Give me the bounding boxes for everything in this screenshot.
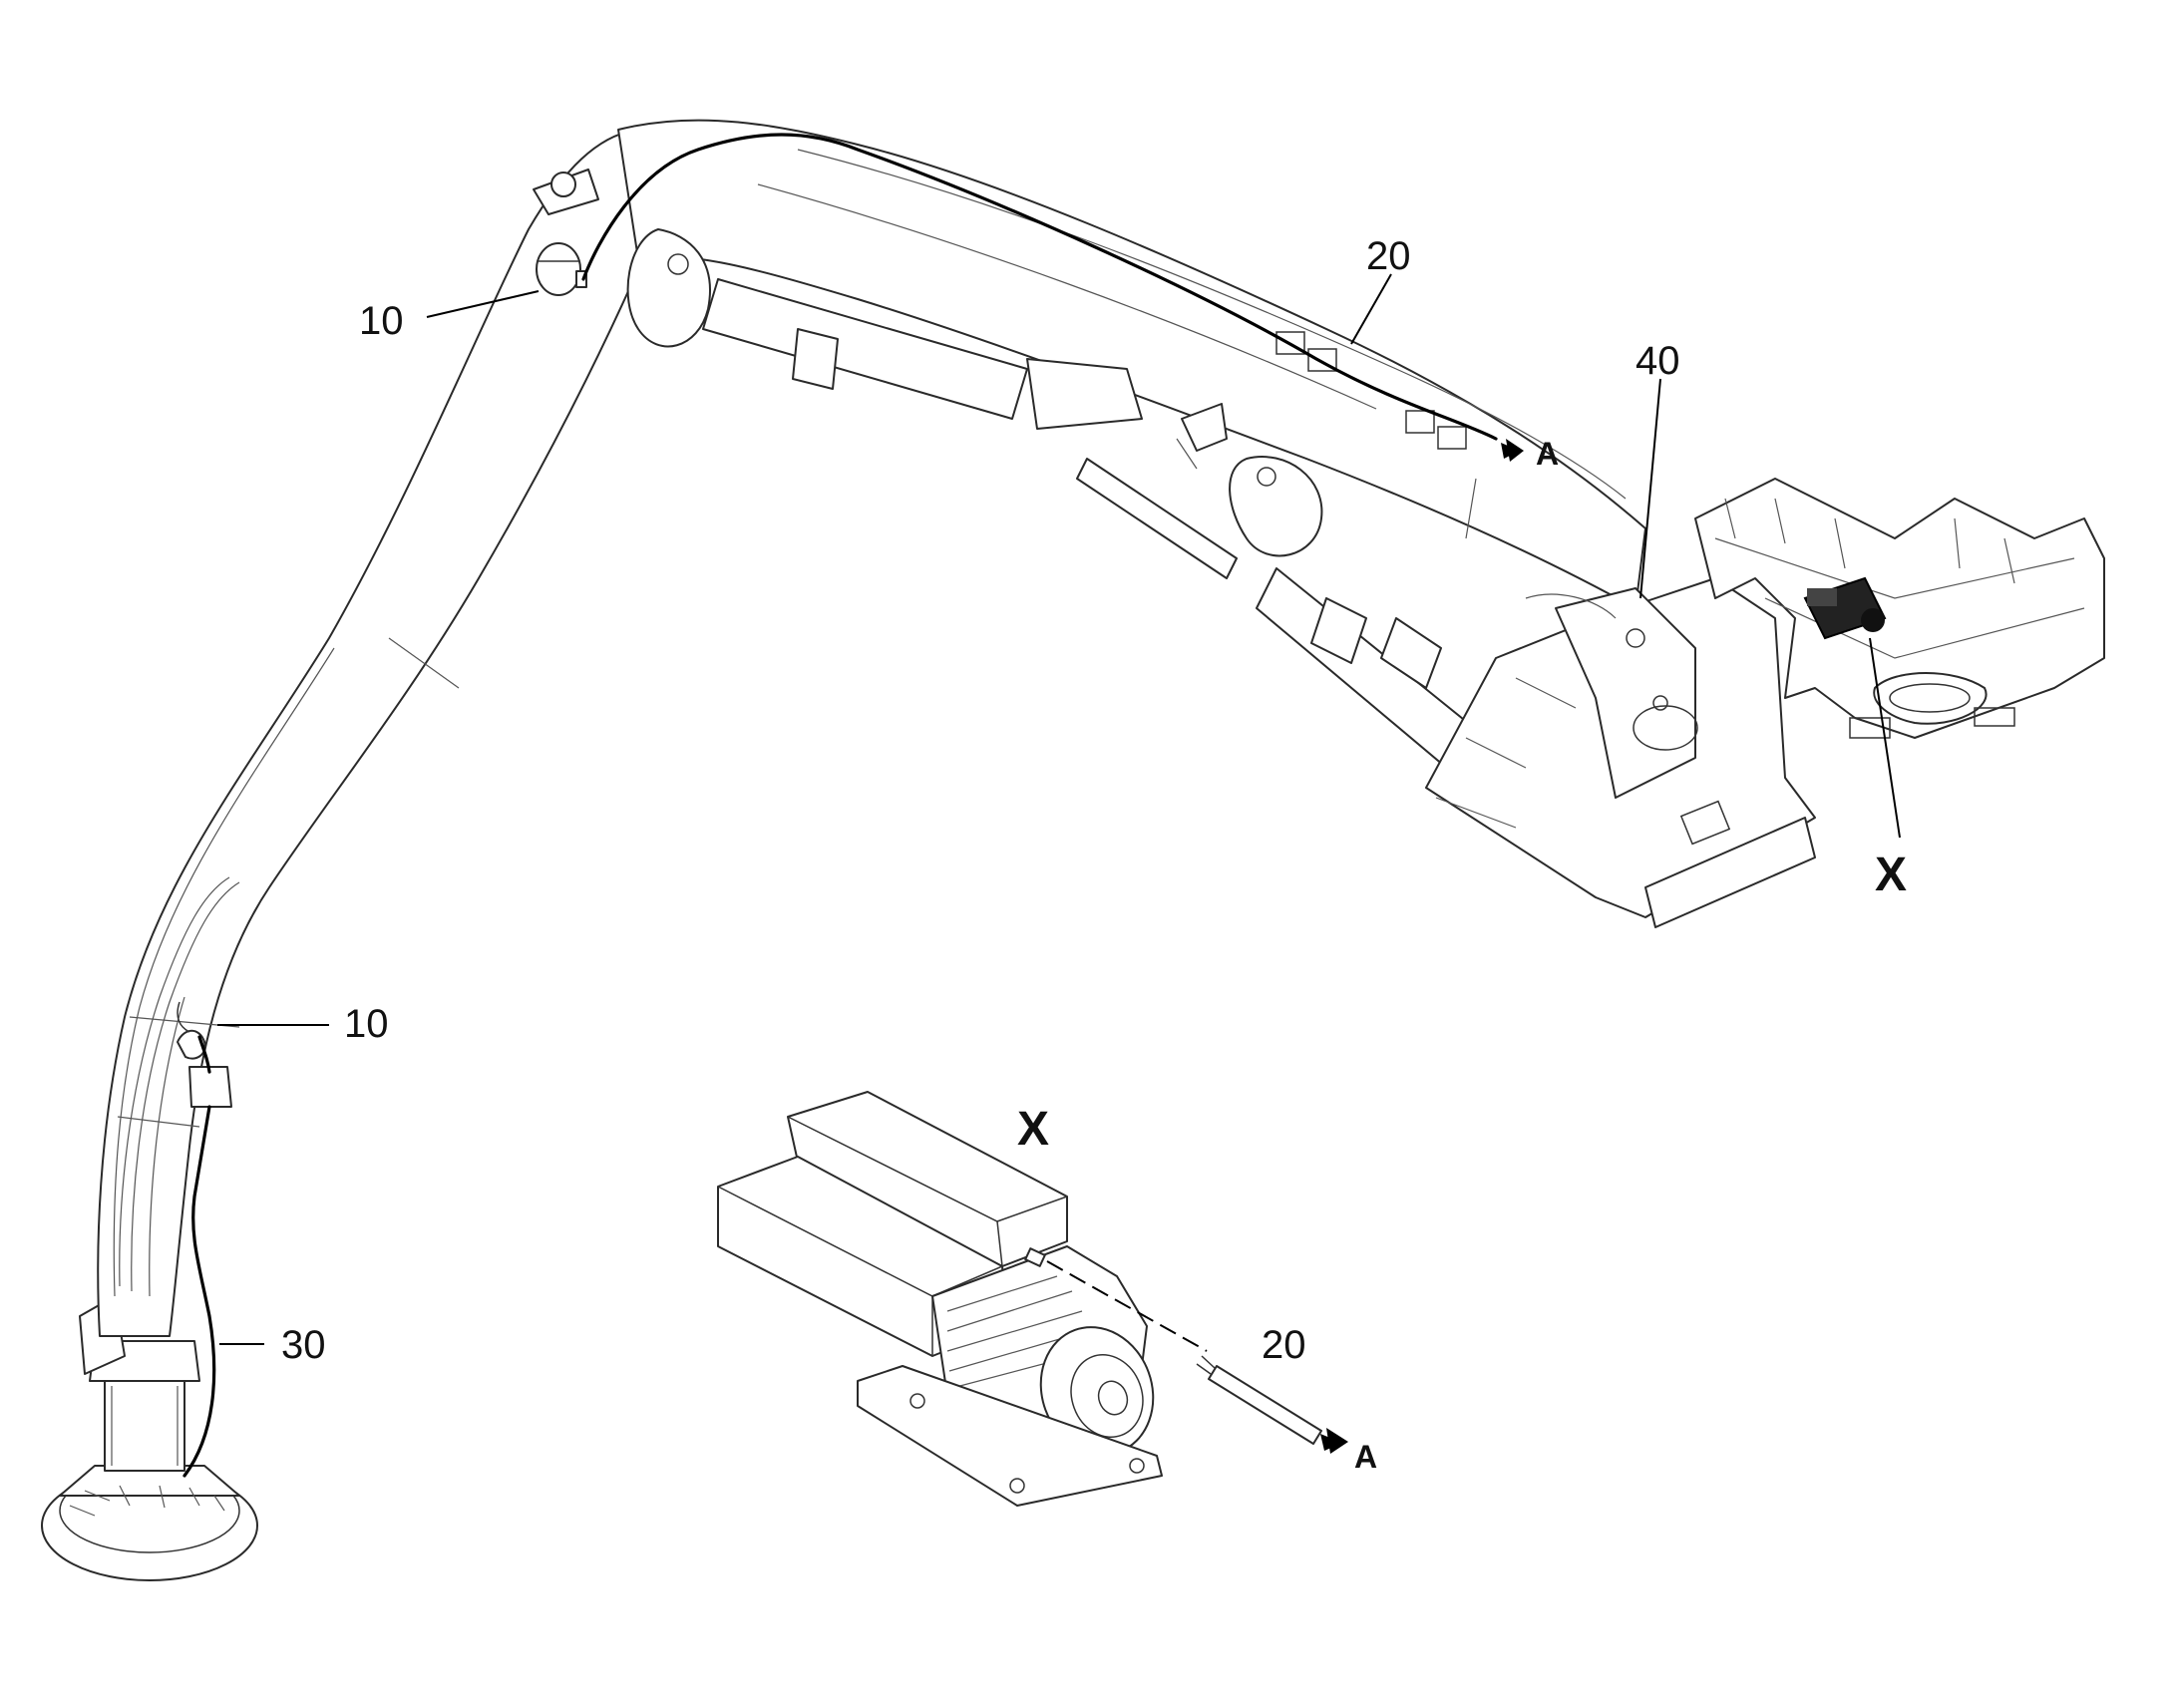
arrow-a-main [1501, 439, 1524, 462]
sensor-10-upper [536, 242, 587, 296]
callout-x-main: X [1875, 849, 1907, 901]
callout-30: 30 [281, 1323, 326, 1367]
callout-x-detail: X [1017, 1103, 1049, 1156]
sensor-10-lower [177, 1001, 232, 1108]
lower-boom [97, 129, 699, 1337]
callout-labels: 10 10 20 40 30 X X 20 A A [281, 234, 1907, 1475]
cable-20-main [581, 133, 1498, 441]
base-frame [1694, 478, 2105, 739]
hydraulic-cylinders [626, 228, 1537, 819]
motor-detail [717, 1091, 1348, 1507]
callout-10-lower: 10 [344, 1002, 389, 1046]
cables [182, 133, 1498, 1478]
callout-20-main: 20 [1366, 234, 1411, 278]
leader-lines [217, 273, 1901, 1345]
rear-pedestal [1425, 577, 1816, 928]
arrow-label-a-main: A [1536, 436, 1559, 472]
callout-20-detail: 20 [1262, 1323, 1306, 1367]
crane-base [41, 1295, 258, 1581]
callout-10-upper: 10 [359, 299, 404, 343]
cable-30 [182, 1105, 216, 1478]
arrow-label-a-detail: A [1354, 1439, 1377, 1475]
callout-40: 40 [1635, 339, 1680, 383]
motor-location-marker [1803, 576, 1887, 640]
upper-boom [617, 119, 1646, 609]
